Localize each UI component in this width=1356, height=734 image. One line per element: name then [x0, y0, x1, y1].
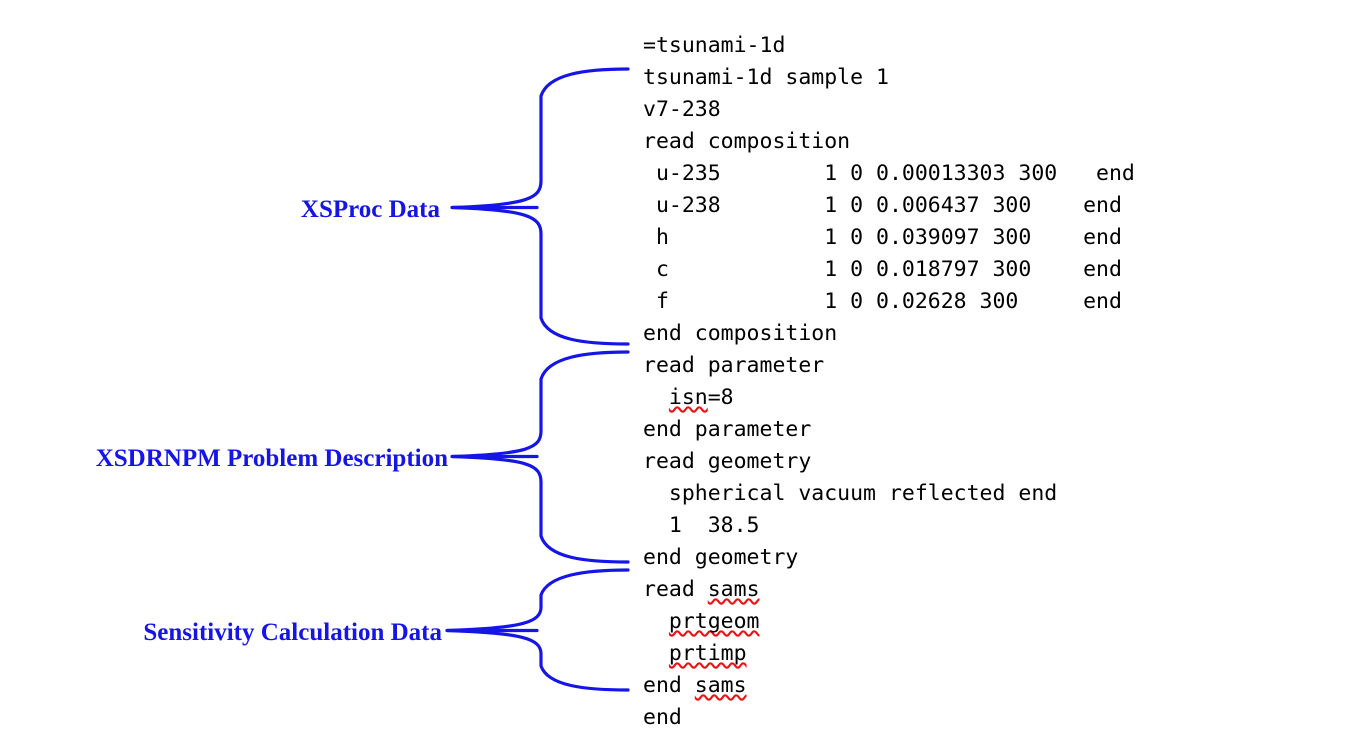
code-line: end parameter — [643, 417, 812, 442]
code-line: read parameter — [643, 353, 825, 378]
code-line: read sams — [643, 577, 760, 602]
code-line: v7-238 — [643, 97, 721, 122]
code-line: read geometry — [643, 449, 812, 474]
misspelled-token: sams — [707, 577, 760, 602]
code-line: u-235 1 0 0.00013303 300 end — [643, 161, 1135, 186]
code-line: f 1 0 0.02628 300 end — [643, 289, 1122, 314]
code-line: end geometry — [643, 545, 799, 570]
code-line: tsunami-1d sample 1 — [643, 65, 889, 90]
code-line: spherical vacuum reflected end — [643, 481, 1058, 506]
annotation-label-xsdrnpm: XSDRNPM Problem Description — [95, 445, 448, 472]
brace-xsdrnpm — [450, 350, 630, 564]
misspelled-token: prtimp — [668, 641, 747, 666]
misspelled-token: sams — [694, 673, 747, 698]
code-line: end sams — [643, 673, 747, 698]
input-deck-text: =tsunami-1d tsunami-1d sample 1 v7-238 read… — [643, 30, 1135, 734]
code-line: u-238 1 0 0.006437 300 end — [643, 193, 1122, 218]
code-line: end — [643, 705, 682, 730]
code-line: =tsunami-1d — [643, 33, 786, 58]
brace-sensitivity — [445, 568, 630, 692]
code-line: read composition — [643, 129, 851, 154]
brace-xsproc — [450, 67, 630, 346]
code-line: prtgeom — [643, 606, 1135, 638]
annotation-label-xsproc: XSProc Data — [300, 196, 440, 223]
code-line: prtimp — [643, 638, 1135, 670]
code-line: 1 38.5 — [643, 513, 760, 538]
code-line: isn=8 — [668, 385, 734, 410]
code-line: h 1 0 0.039097 300 end — [643, 225, 1122, 250]
misspelled-token: isn — [668, 385, 708, 410]
annotation-label-sensitivity: Sensitivity Calculation Data — [143, 619, 442, 646]
code-line: end composition — [643, 321, 838, 346]
code-line: c 1 0 0.018797 300 end — [643, 257, 1122, 282]
misspelled-token: prtgeom — [668, 609, 760, 634]
